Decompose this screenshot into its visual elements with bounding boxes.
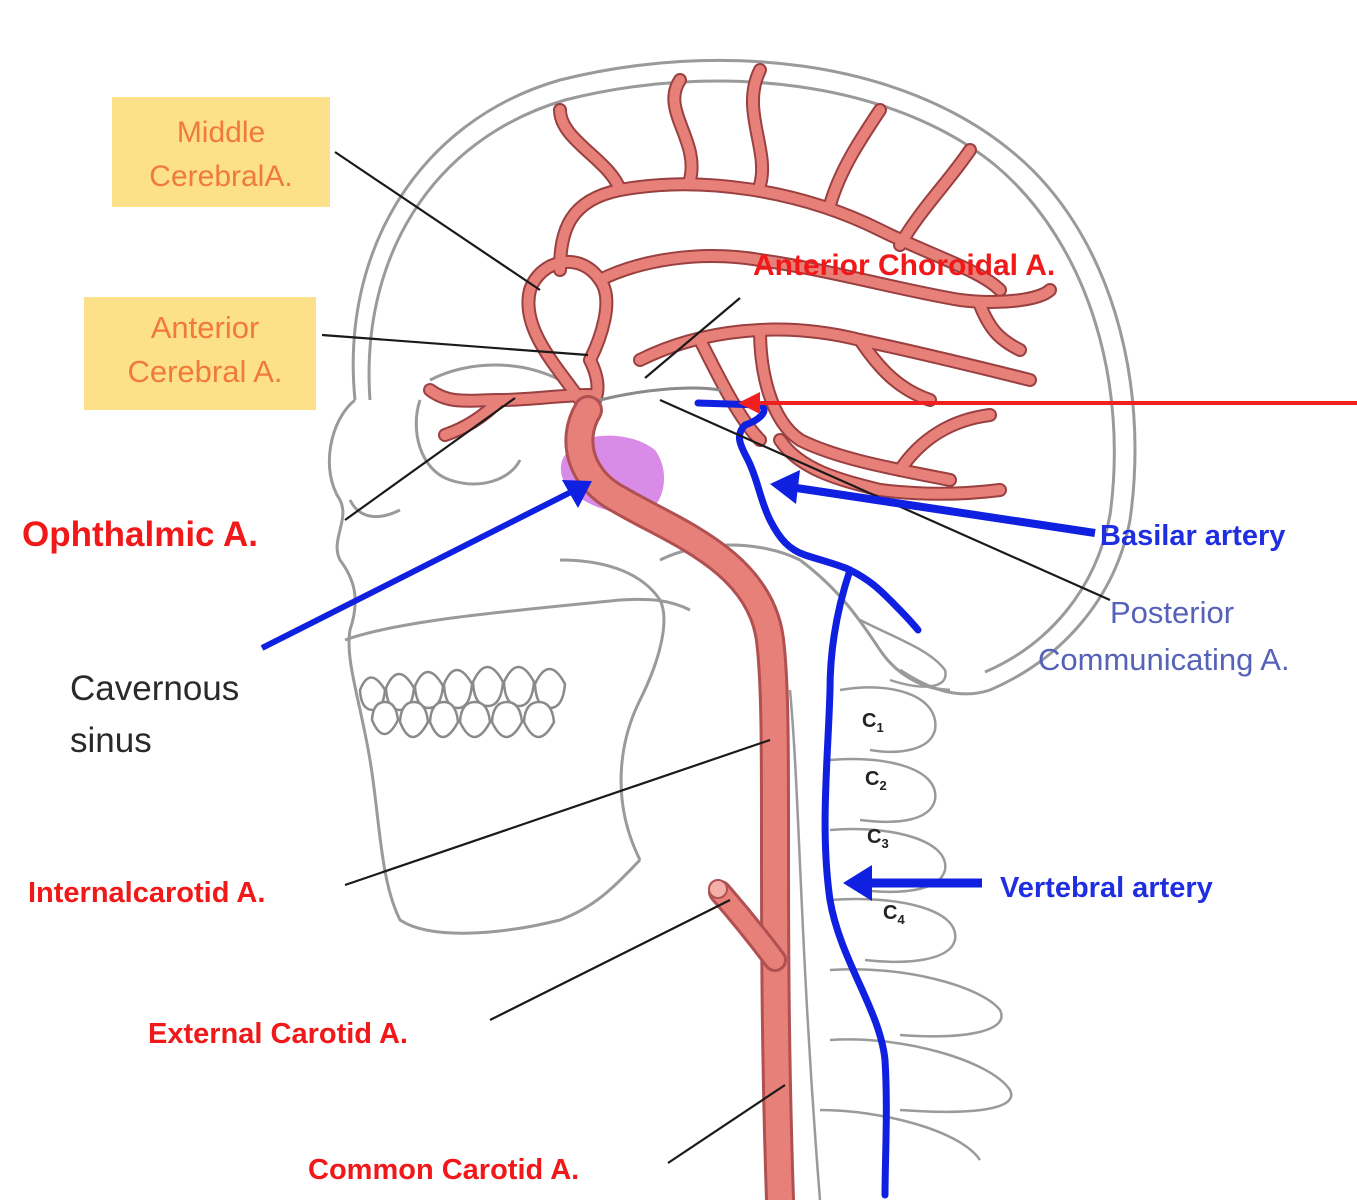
anterior-cerebral-label-line1: Anterior xyxy=(151,310,260,345)
anterior-choroidal-label: Anterior Choroidal A. xyxy=(753,249,1055,282)
cavernous-sinus-label-line2: sinus xyxy=(70,721,152,760)
labels: Middle CerebralA. Anterior Cerebral A. A… xyxy=(22,116,1290,1186)
anterior-cerebral-label-bg xyxy=(84,297,316,410)
anterior-cerebral-label-line2: Cerebral A. xyxy=(127,354,282,389)
red-arrowhead xyxy=(738,392,760,414)
teeth xyxy=(358,665,567,739)
cavernous-sinus-label-line1: Cavernous xyxy=(70,669,239,708)
external-carotid-label: External Carotid A. xyxy=(148,1018,408,1050)
ophthalmic-label: Ophthalmic A. xyxy=(22,515,258,554)
cervical-spine xyxy=(788,618,1013,1200)
middle-cerebral-label-bg xyxy=(112,97,330,207)
vertebral-artery-label: Vertebral artery xyxy=(1000,872,1213,904)
basilar-arrow-line xyxy=(789,483,1096,537)
internal-carotid-label: Internalcarotid A. xyxy=(28,877,265,909)
posterior-communicating-label-line2: Communicating A. xyxy=(1038,642,1290,677)
posterior-communicating-label-line1: Posterior xyxy=(1110,595,1234,630)
arrows xyxy=(260,392,1357,901)
cavernous-arrowhead xyxy=(562,480,592,508)
middle-cerebral-label-line2: CerebralA. xyxy=(149,160,292,193)
vertebra-c4-label: C4 xyxy=(883,902,905,927)
basilar-arrowhead xyxy=(770,470,800,504)
basilar-artery-label: Basilar artery xyxy=(1100,520,1285,552)
middle-cerebral-label-line1: Middle xyxy=(177,116,265,149)
common-carotid-label: Common Carotid A. xyxy=(308,1154,579,1186)
vertebral-basilar-artery xyxy=(694,399,922,1199)
carotid-trunk xyxy=(564,395,795,1200)
cavernous-arrow-line xyxy=(260,487,577,651)
cerebral-arteries xyxy=(423,63,1057,501)
vertebra-c1-label: C1 xyxy=(862,710,884,735)
vertebral-arrowhead xyxy=(843,865,872,901)
vertebra-c2-label: C2 xyxy=(865,768,887,793)
vertebra-c3-label: C3 xyxy=(867,826,889,851)
